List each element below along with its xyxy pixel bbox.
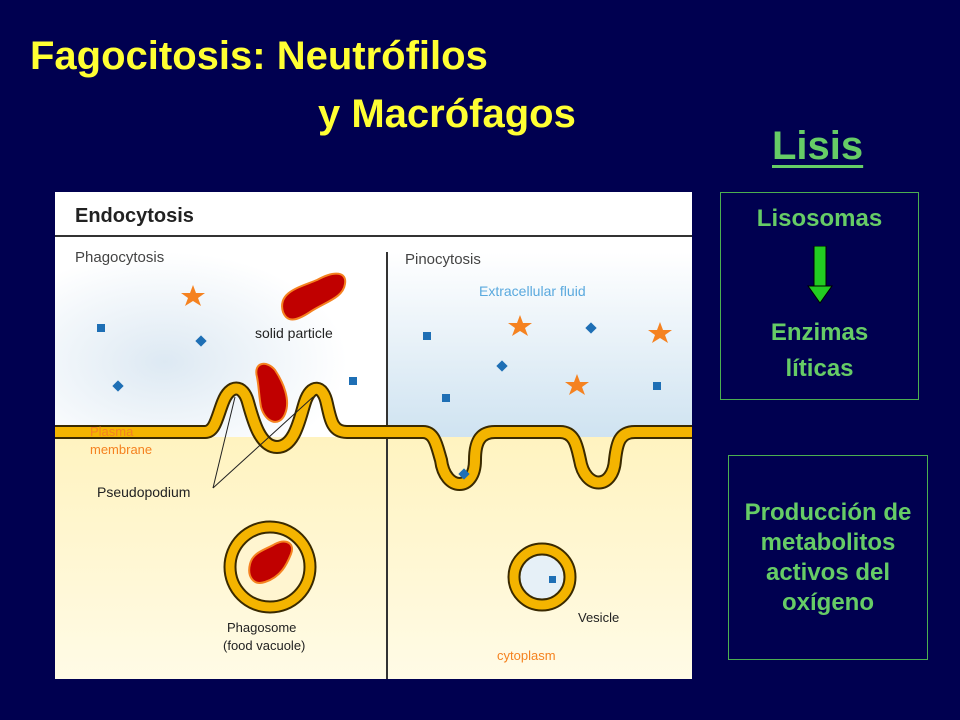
enzimas-label: Enzimas bbox=[770, 319, 869, 346]
pseudopodium-pointer-1 bbox=[212, 396, 236, 489]
cytoplasm-label: cytoplasm bbox=[497, 648, 556, 663]
phagosome-particle bbox=[248, 540, 293, 584]
slide-title-line1: Fagocitosis: Neutrófilos bbox=[30, 34, 488, 78]
phagosome-label-2: (food vacuole) bbox=[223, 638, 305, 653]
lisis-box: Lisosomas Enzimas líticas bbox=[720, 192, 919, 400]
pinocytosis-membrane bbox=[387, 427, 692, 489]
solid-particle bbox=[281, 272, 347, 321]
small-molecule bbox=[585, 322, 597, 334]
produccion-box: Producción de metabolitos activos del ox… bbox=[728, 455, 928, 660]
star-molecule bbox=[565, 374, 589, 395]
pinocytosis-label: Pinocytosis bbox=[405, 251, 481, 268]
solid-particle-label: solid particle bbox=[255, 325, 333, 341]
lisosomas-label: Lisosomas bbox=[756, 205, 883, 232]
small-molecule bbox=[423, 332, 431, 340]
produccion-text: Producción de metabolitos activos del ox… bbox=[744, 498, 912, 616]
lisis-heading: Lisis bbox=[772, 124, 864, 168]
liticas-label: líticas bbox=[785, 355, 854, 382]
small-molecule bbox=[349, 377, 357, 385]
phagosome-label-1: Phagosome bbox=[227, 620, 296, 635]
vesicle-molecule bbox=[549, 576, 556, 583]
vesicle-label: Vesicle bbox=[578, 610, 619, 625]
down-arrow-icon bbox=[807, 246, 833, 304]
star-molecule bbox=[648, 322, 672, 343]
plasma-membrane-label-2: membrane bbox=[90, 442, 152, 457]
plasma-membrane-label-1: Plasma bbox=[90, 424, 134, 439]
small-molecule bbox=[442, 394, 450, 402]
diagram-heading: Endocytosis bbox=[75, 205, 194, 227]
small-molecule bbox=[458, 468, 470, 480]
pseudopodium-pointer-2 bbox=[212, 396, 314, 489]
star-molecule bbox=[181, 285, 205, 306]
small-molecule bbox=[653, 382, 661, 390]
small-molecule bbox=[496, 360, 508, 372]
extracellular-fluid-label: Extracellular fluid bbox=[479, 283, 586, 299]
engulfed-particle bbox=[255, 362, 289, 423]
small-molecule bbox=[195, 335, 207, 347]
plasma-membrane bbox=[55, 383, 387, 453]
cytoplasm-region bbox=[55, 437, 692, 679]
phagocytosis-label: Phagocytosis bbox=[75, 249, 164, 266]
small-molecule bbox=[97, 324, 105, 332]
endocytosis-diagram: Endocytosis Phagocytosis Pinocytosis Ext… bbox=[55, 192, 692, 679]
star-molecule bbox=[508, 315, 532, 336]
slide-title-line2: y Macrófagos bbox=[318, 92, 576, 136]
pseudopodium-label: Pseudopodium bbox=[97, 484, 190, 500]
